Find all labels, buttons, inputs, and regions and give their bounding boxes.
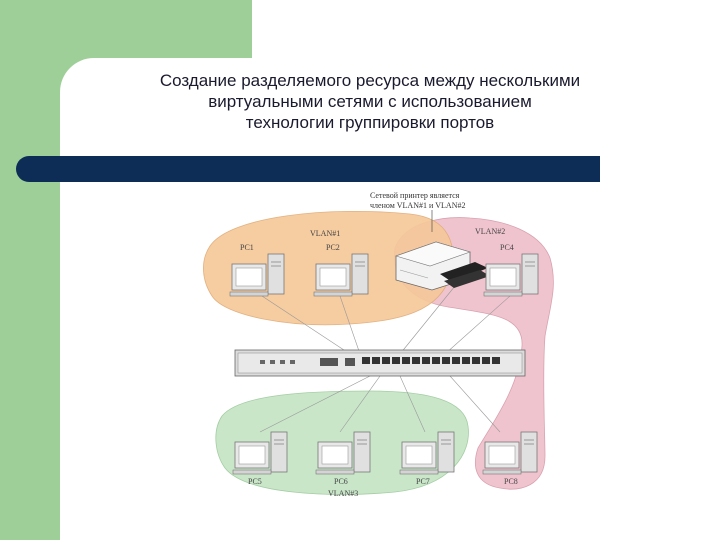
pc4-label: PC4 xyxy=(500,243,514,252)
title-divider-bar xyxy=(16,156,600,182)
network-diagram: VLAN#1 VLAN#2 VLAN#3 Сетевой принтер явл… xyxy=(203,191,554,498)
pc2-computer: PC2 xyxy=(313,243,369,297)
pc7-computer: PC7 xyxy=(399,431,455,486)
title-line-1: Создание разделяемого ресурса между неск… xyxy=(159,71,581,90)
pc4-computer: PC4 xyxy=(483,243,539,297)
printer-note-line-2: членом VLAN#1 и VLAN#2 xyxy=(370,201,465,210)
pc5-computer: PC5 xyxy=(232,431,288,486)
network-switch xyxy=(234,349,526,377)
pc8-label: PC8 xyxy=(504,477,518,486)
vlan1-label: VLAN#1 xyxy=(310,229,340,238)
pc1-computer: PC1 xyxy=(229,243,285,297)
network-printer xyxy=(395,241,490,291)
vlan3-label: VLAN#3 xyxy=(328,489,358,498)
vlan2-label: VLAN#2 xyxy=(475,227,505,236)
pc1-label: PC1 xyxy=(240,243,254,252)
printer-note-line-1: Сетевой принтер является xyxy=(370,191,460,200)
pc6-label: PC6 xyxy=(334,477,348,486)
pc6-computer: PC6 xyxy=(315,431,371,486)
pc5-label: PC5 xyxy=(248,477,262,486)
cables xyxy=(259,285,511,433)
title-line-3: технологии группировки портов xyxy=(245,113,495,132)
pc2-label: PC2 xyxy=(326,243,340,252)
slide-title: Создание разделяемого ресурса между неск… xyxy=(110,70,630,133)
pc7-label: PC7 xyxy=(416,477,430,486)
title-line-2: виртуальными сетями с использованием xyxy=(208,92,532,111)
pc8-computer: PC8 xyxy=(482,431,538,486)
